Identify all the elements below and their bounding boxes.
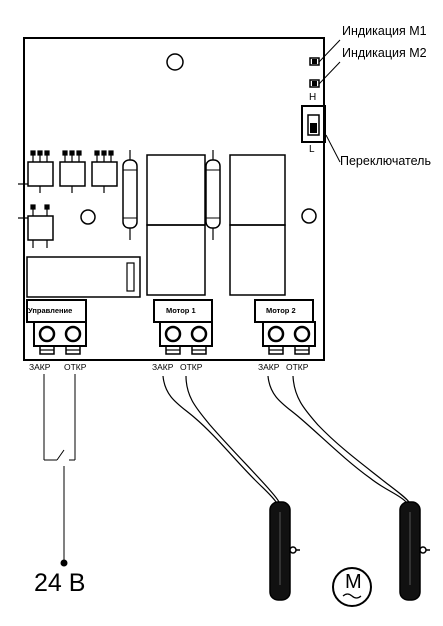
motor1-actuator [269,501,300,601]
fuse [26,256,141,298]
switch-label: Переключатель [340,154,431,168]
motor1-cable [162,375,280,503]
motor1-block-label: Мотор 1 [166,306,196,315]
mounting-hole [301,208,317,224]
control-wiring [43,374,76,567]
transistor [59,150,86,193]
indication-m1-label: Индикация М1 [342,24,427,38]
mounting-hole [80,209,96,225]
control-terminal-open: ОТКР [64,362,87,372]
transistor [18,204,54,248]
capacitor [205,150,221,240]
hl-switch [301,105,326,143]
supply-voltage-label: 24 В [34,569,86,597]
transistor [91,150,118,193]
transistor [18,150,54,193]
control-block-label: Управление [28,306,73,315]
mounting-hole [166,53,184,71]
switch-high-label: H [309,92,317,103]
terminal-block-motor2 [254,299,316,355]
motor2-block-label: Мотор 2 [266,306,296,315]
relay [229,224,286,296]
relay [229,154,286,226]
controller-board [23,37,325,361]
led-m1 [309,57,320,66]
relay [146,154,206,226]
switch-low-label: L [309,144,315,155]
motor1-terminal-close: ЗАКР [152,362,174,372]
motor2-cable [267,375,410,503]
terminal-block-control [26,299,87,355]
indication-m2-label: Индикация М2 [342,46,427,60]
motor1-terminal-open: ОТКР [180,362,203,372]
terminal-block-motor1 [153,299,213,355]
control-terminal-close: ЗАКР [29,362,51,372]
led-m2 [309,79,320,88]
motor2-actuator [399,501,430,601]
motor-symbol-icon [332,567,372,607]
motor-symbol-label: M [345,571,362,593]
relay [146,224,206,296]
capacitor [122,150,138,240]
motor2-terminal-close: ЗАКР [258,362,280,372]
motor2-terminal-open: ОТКР [286,362,309,372]
